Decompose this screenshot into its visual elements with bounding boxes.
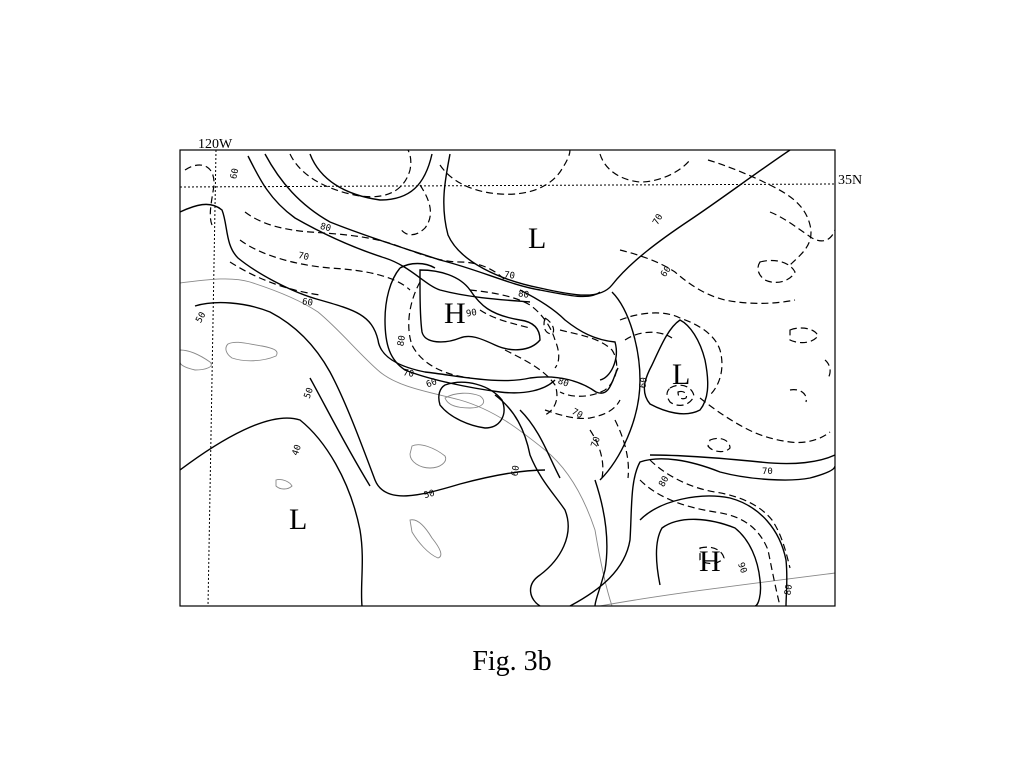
longitude-label: 120W [198, 137, 233, 152]
dashed-contours [184, 150, 835, 606]
contour-label: 60 [659, 265, 673, 280]
contour-label: 70 [651, 213, 665, 227]
coastline [180, 278, 835, 606]
contour-label: 70 [590, 436, 603, 450]
contour-label: 70 [297, 251, 310, 263]
solid-contours [180, 150, 835, 606]
contour-label: 60 [425, 377, 439, 390]
contour-label: 80 [517, 289, 529, 301]
contour-label: 80 [657, 475, 671, 489]
low-pressure-center: L [672, 358, 690, 391]
contour-label: 70 [402, 368, 414, 380]
contour-label: 90 [465, 308, 477, 320]
figure-caption: Fig. 3b [472, 646, 552, 677]
contour-label: 70 [503, 270, 515, 281]
latitude-label: 35N [838, 173, 862, 188]
contour-label: 40 [291, 444, 304, 458]
pressure-centers: L H L L H [289, 222, 721, 578]
contour-label: 80 [319, 222, 332, 234]
contour-label: 80 [783, 584, 795, 596]
contour-label: 80 [396, 335, 408, 347]
high-pressure-center: H [699, 545, 721, 578]
contour-labels: 60 80 70 60 70 80 50 90 80 70 60 70 80 5… [194, 167, 795, 596]
latitude-line [180, 183, 835, 188]
contour-label: 50 [194, 311, 208, 325]
map-frame [179, 149, 836, 607]
longitude-line [207, 150, 217, 606]
contour-label: 60 [638, 377, 650, 389]
contour-label: 50 [423, 489, 436, 501]
contour-label: 60 [301, 297, 313, 308]
contour-label: 90 [735, 561, 748, 575]
high-pressure-center: H [444, 297, 466, 330]
contour-label: 50 [303, 387, 316, 401]
contour-label: 70 [570, 407, 584, 421]
low-pressure-center: L [289, 503, 307, 536]
contour-label: 60 [229, 167, 241, 180]
contour-label: 60 [510, 465, 522, 477]
contour-label: 80 [556, 377, 570, 390]
contour-label: 70 [762, 467, 773, 477]
low-pressure-center: L [528, 222, 546, 255]
